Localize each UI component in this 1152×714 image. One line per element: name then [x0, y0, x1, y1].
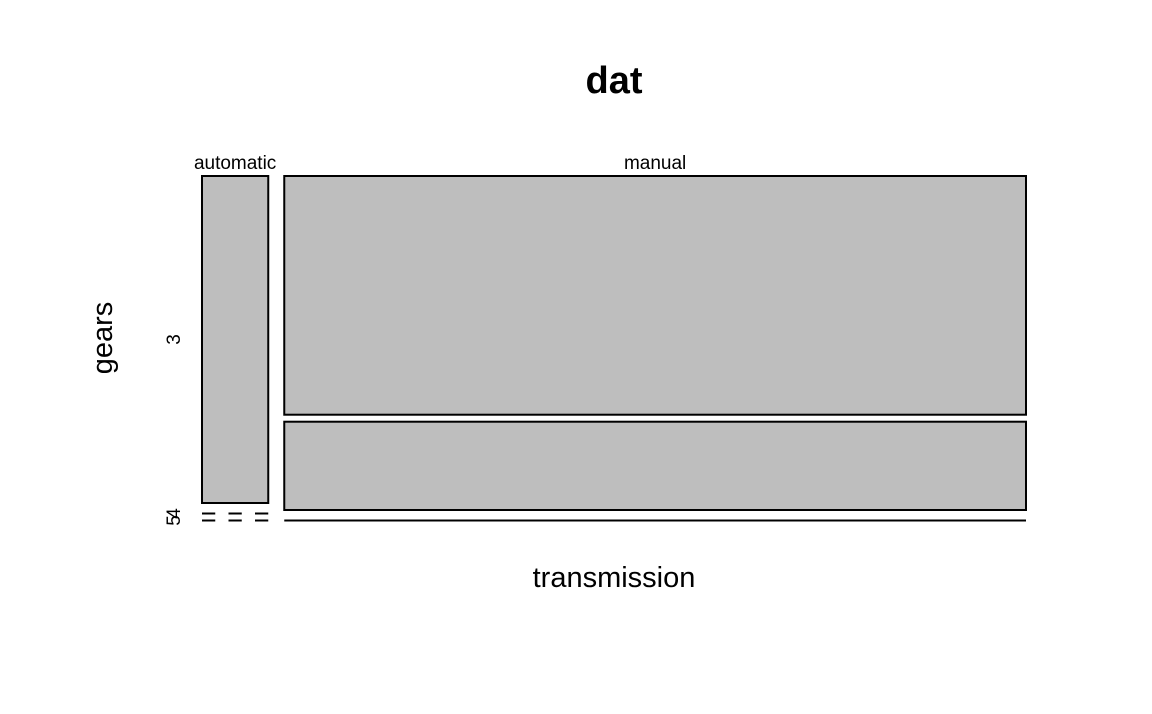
y-axis-label: gears [87, 302, 119, 375]
y-tick-4: 4 [164, 508, 185, 519]
x-tick-labels: automatic manual [194, 153, 686, 174]
y-tick-3: 3 [164, 334, 185, 345]
tile-manual-4 [283, 420, 1028, 511]
y-tick-5: 5 [164, 515, 185, 526]
chart-title: dat [586, 60, 643, 102]
tile-automatic-3 [201, 175, 270, 504]
x-tick-automatic: automatic [194, 153, 276, 174]
mosaic-tiles [201, 175, 1028, 522]
y-tick-labels: 3 4 5 [164, 334, 185, 526]
tile-manual-3 [283, 175, 1028, 416]
x-tick-manual: manual [624, 153, 686, 174]
x-axis-label: transmission [533, 562, 696, 594]
